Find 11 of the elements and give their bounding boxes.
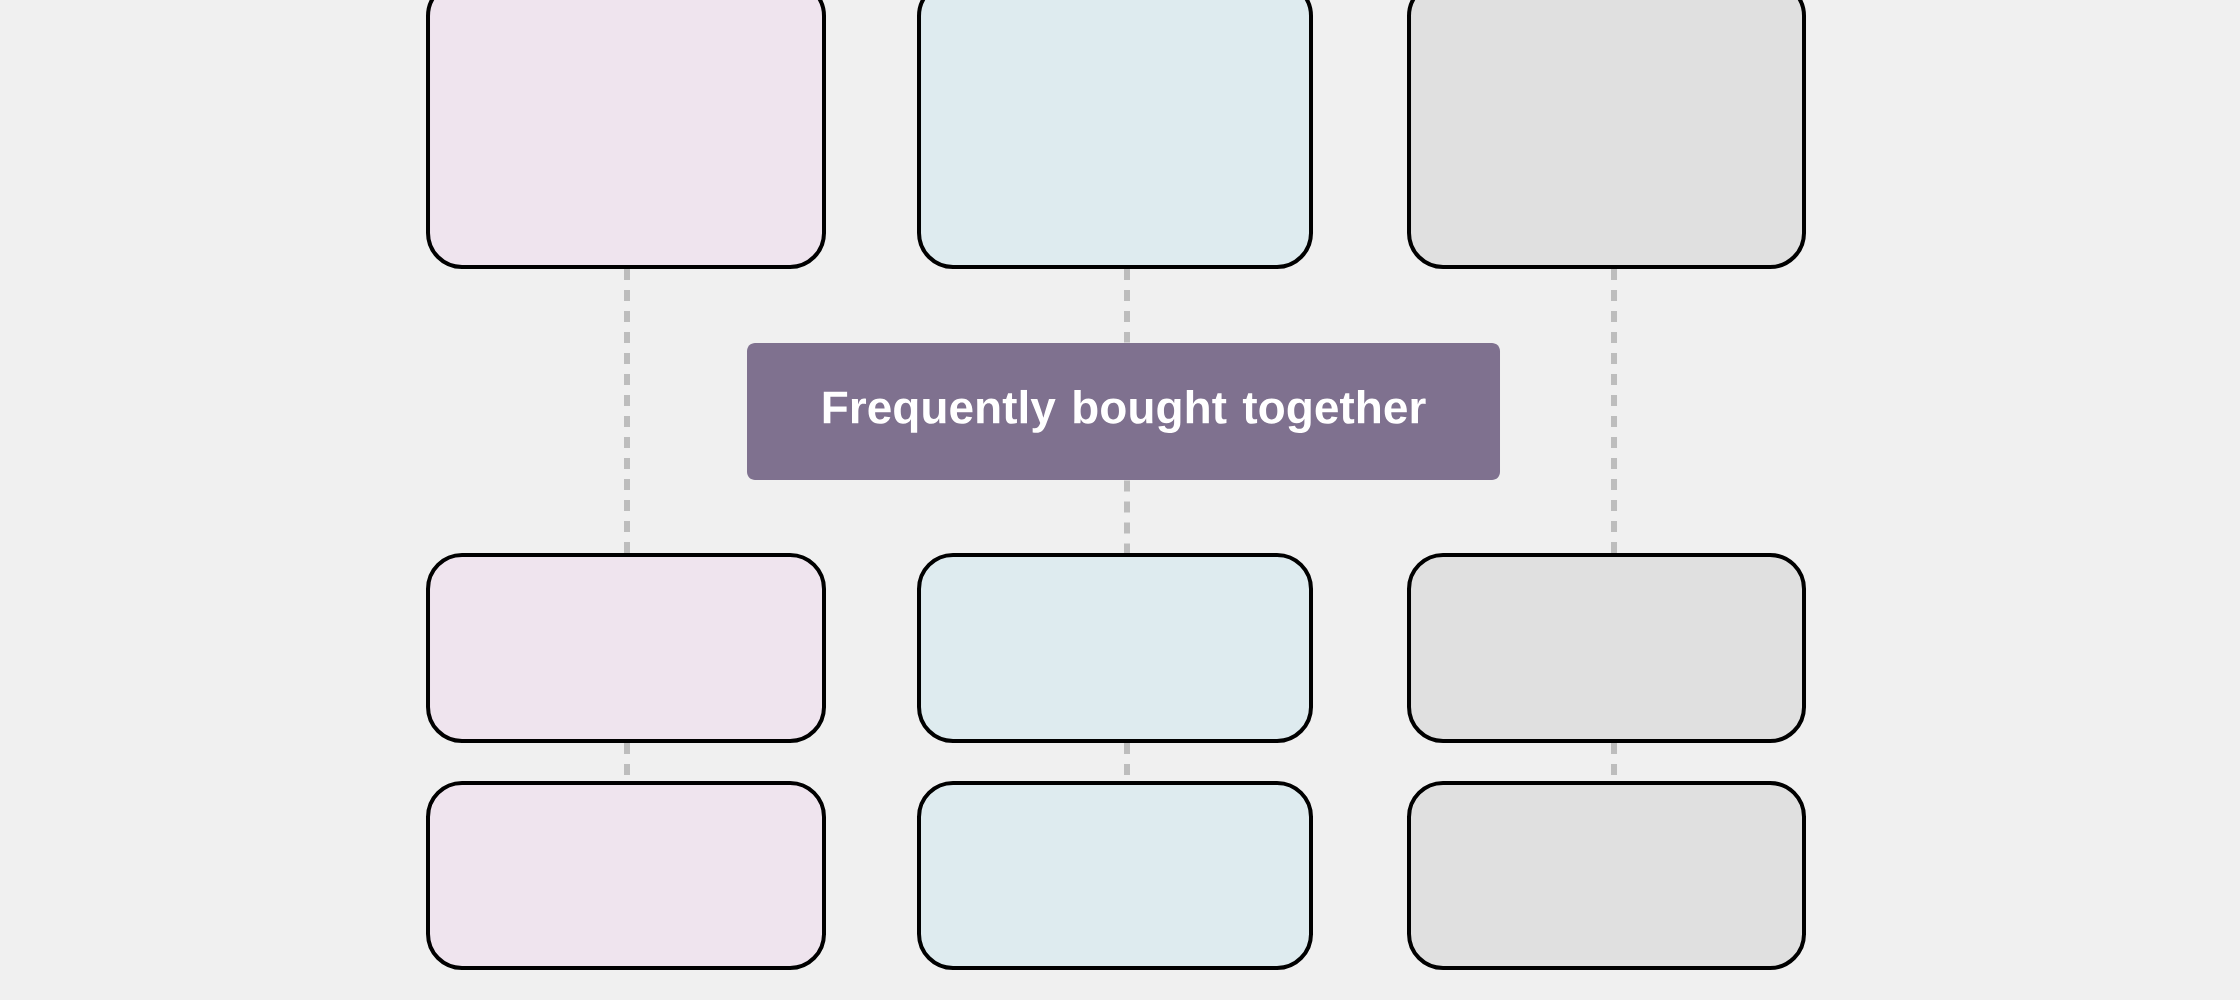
rounded-card [426,553,826,743]
rounded-card [1407,553,1806,743]
rounded-card [426,0,826,269]
rounded-card [917,0,1313,269]
rounded-card [917,781,1313,970]
rounded-card [917,553,1313,743]
dashed-connector [1124,480,1130,553]
rounded-card [1407,0,1806,269]
rounded-card [426,781,826,970]
label-banner: Frequently bought together [747,343,1500,480]
rounded-card [1407,781,1806,970]
